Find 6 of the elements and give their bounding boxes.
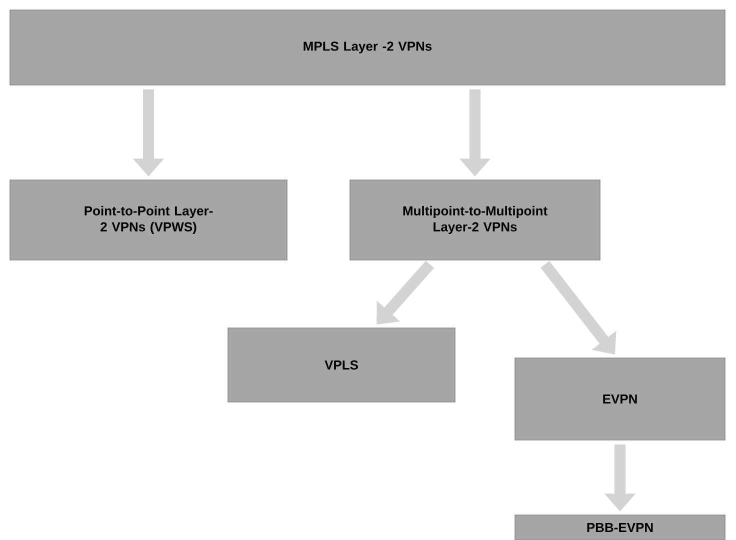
process-box: Multipoint-to-Multipoint Layer-2 VPNs [350, 180, 600, 260]
process-box: Point-to-Point Layer-2 VPNs (VPWS) [10, 180, 288, 260]
process-box: EVPN [514, 358, 726, 440]
process-box: PBB-EVPN [514, 514, 726, 540]
process-box: MPLS Layer -2 VPNs [10, 10, 726, 86]
process-box: VPLS [228, 328, 456, 402]
